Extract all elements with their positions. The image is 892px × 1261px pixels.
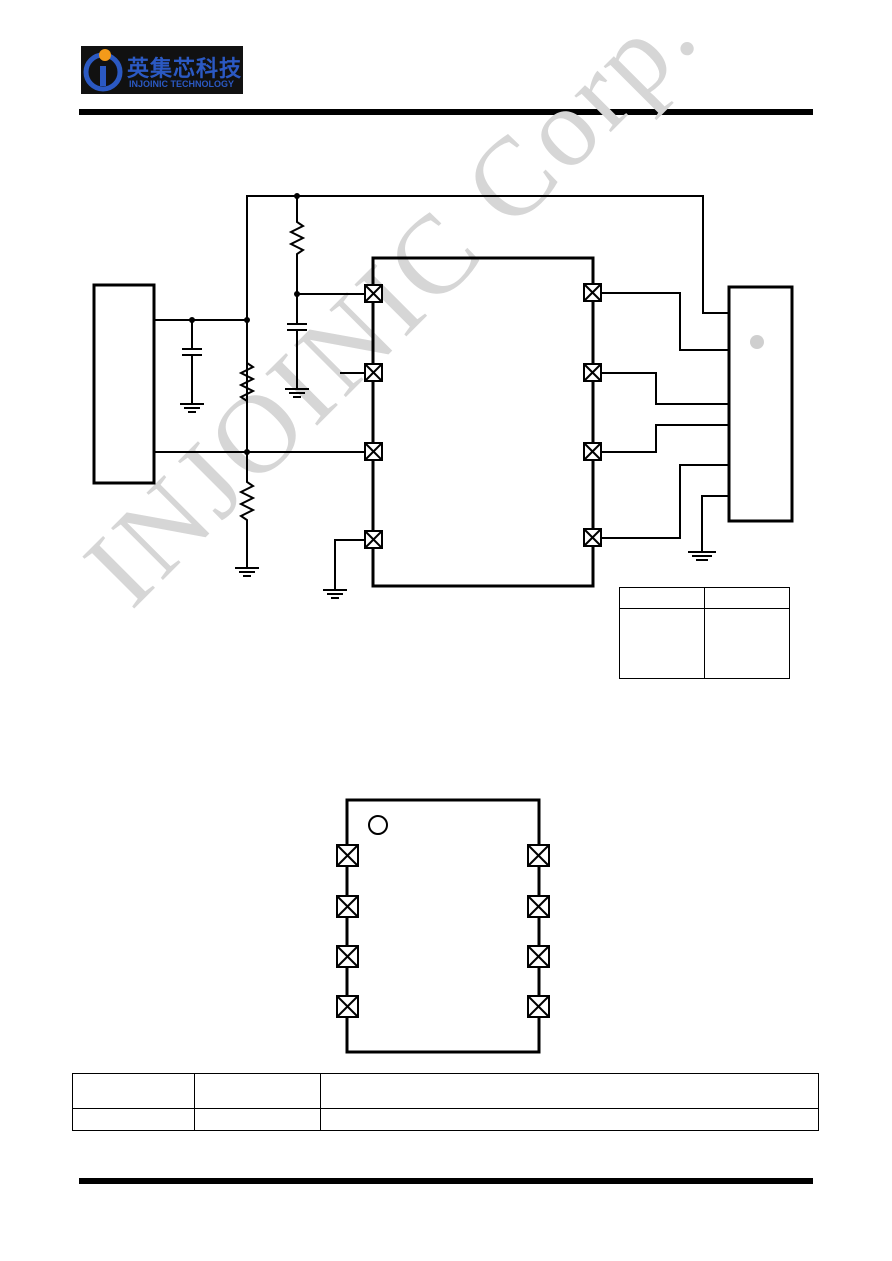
watermark-dot — [750, 335, 764, 349]
footer-rule — [79, 1178, 813, 1184]
ic-pins — [364, 283, 602, 549]
pin-description-table — [72, 1073, 819, 1131]
table-header-row — [72, 1073, 819, 1109]
header-rule — [79, 109, 813, 115]
small-reference-table — [619, 587, 790, 679]
logo-text-chinese: 英集芯科技 — [127, 57, 243, 82]
logo-mark-icon — [83, 49, 123, 92]
top-rail-wire — [246, 195, 729, 452]
left-block — [92, 283, 156, 485]
package-outline — [345, 798, 541, 1054]
company-logo: 英集芯科技 INJOINIC TECHNOLOGY — [81, 46, 243, 94]
table-row — [72, 1108, 819, 1131]
logo-text-english: INJOINIC TECHNOLOGY — [129, 79, 235, 89]
ic-body — [371, 256, 595, 588]
package-pins — [336, 844, 550, 1018]
right-block — [727, 285, 794, 523]
